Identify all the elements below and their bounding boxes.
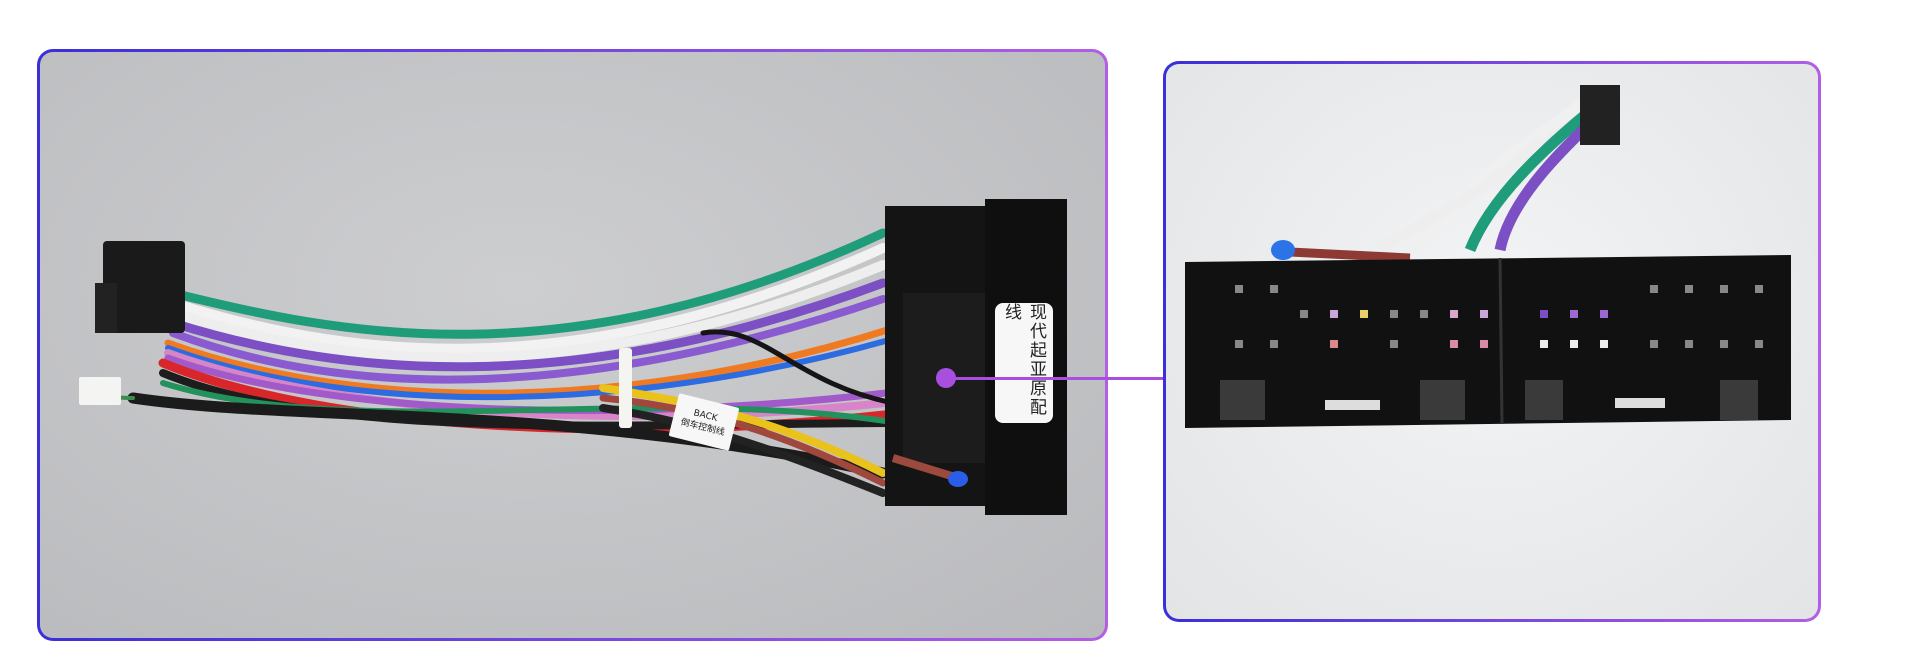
pin <box>1480 340 1488 348</box>
pin <box>1540 340 1548 348</box>
latch-clip <box>1615 398 1665 408</box>
latch-slot <box>1420 380 1465 420</box>
pin <box>1330 340 1338 348</box>
pin <box>1420 310 1428 318</box>
white-wire <box>168 243 888 354</box>
blue-thermistor <box>1271 240 1295 260</box>
green-wire <box>168 228 888 339</box>
iso-connector <box>103 241 185 333</box>
pin <box>1650 285 1658 293</box>
pin <box>1685 340 1693 348</box>
latch-clip <box>1325 400 1380 410</box>
pin <box>1650 340 1658 348</box>
black-wire <box>700 329 896 406</box>
blue-wire <box>165 333 906 401</box>
white-wire <box>168 260 888 363</box>
callout-dot <box>936 368 956 388</box>
rear-connector <box>1580 85 1620 145</box>
pin <box>1480 310 1488 318</box>
black-wire <box>599 404 887 497</box>
latch-slot <box>1220 380 1265 420</box>
callout-line <box>946 377 1166 380</box>
pin <box>1390 310 1398 318</box>
pin <box>1720 340 1728 348</box>
wiring-harness-image <box>79 199 1067 515</box>
thermistor-lead <box>891 454 960 482</box>
pin <box>1235 340 1243 348</box>
pin <box>1600 310 1608 318</box>
iso-connector-side <box>95 283 117 333</box>
pin <box>1235 285 1243 293</box>
white-plug <box>79 377 121 405</box>
black-sheathed-wire <box>127 392 889 479</box>
pin <box>1720 285 1728 293</box>
connector-detail-panel <box>1163 61 1821 622</box>
purple-wire <box>168 278 888 372</box>
pin <box>1540 310 1548 318</box>
pin <box>1570 340 1578 348</box>
pin <box>1270 340 1278 348</box>
blue-thermistor <box>948 471 968 487</box>
pin <box>1600 340 1608 348</box>
pin <box>1300 310 1308 318</box>
green-wire <box>160 380 901 426</box>
connector-detail-photo <box>1166 64 1818 619</box>
pin <box>1755 340 1763 348</box>
pin <box>1390 340 1398 348</box>
connector-closeup-image <box>1185 85 1791 428</box>
yellow-wire <box>599 384 887 477</box>
pin <box>1755 285 1763 293</box>
pin <box>1270 285 1278 293</box>
latch-slot <box>1720 380 1758 420</box>
harness-photo-panel: 现代起亚原配线 BACK 倒车控制线 <box>37 49 1108 641</box>
zip-tie <box>619 348 632 428</box>
orange-wire <box>164 321 907 397</box>
pin <box>1330 310 1338 318</box>
white-wire <box>1414 85 1604 253</box>
connector-label: 现代起亚原配线 <box>995 303 1053 423</box>
pin <box>1360 310 1368 318</box>
thermistor-lead <box>1289 247 1411 263</box>
brown-wire <box>599 394 887 487</box>
pin <box>1570 310 1578 318</box>
pin <box>1450 310 1458 318</box>
latch-slot <box>1525 380 1563 420</box>
white-wire <box>1376 136 1544 255</box>
pin <box>1450 340 1458 348</box>
connector-divider <box>1498 257 1504 425</box>
pin <box>1685 285 1693 293</box>
harness-photo: 现代起亚原配线 BACK 倒车控制线 <box>40 52 1105 638</box>
